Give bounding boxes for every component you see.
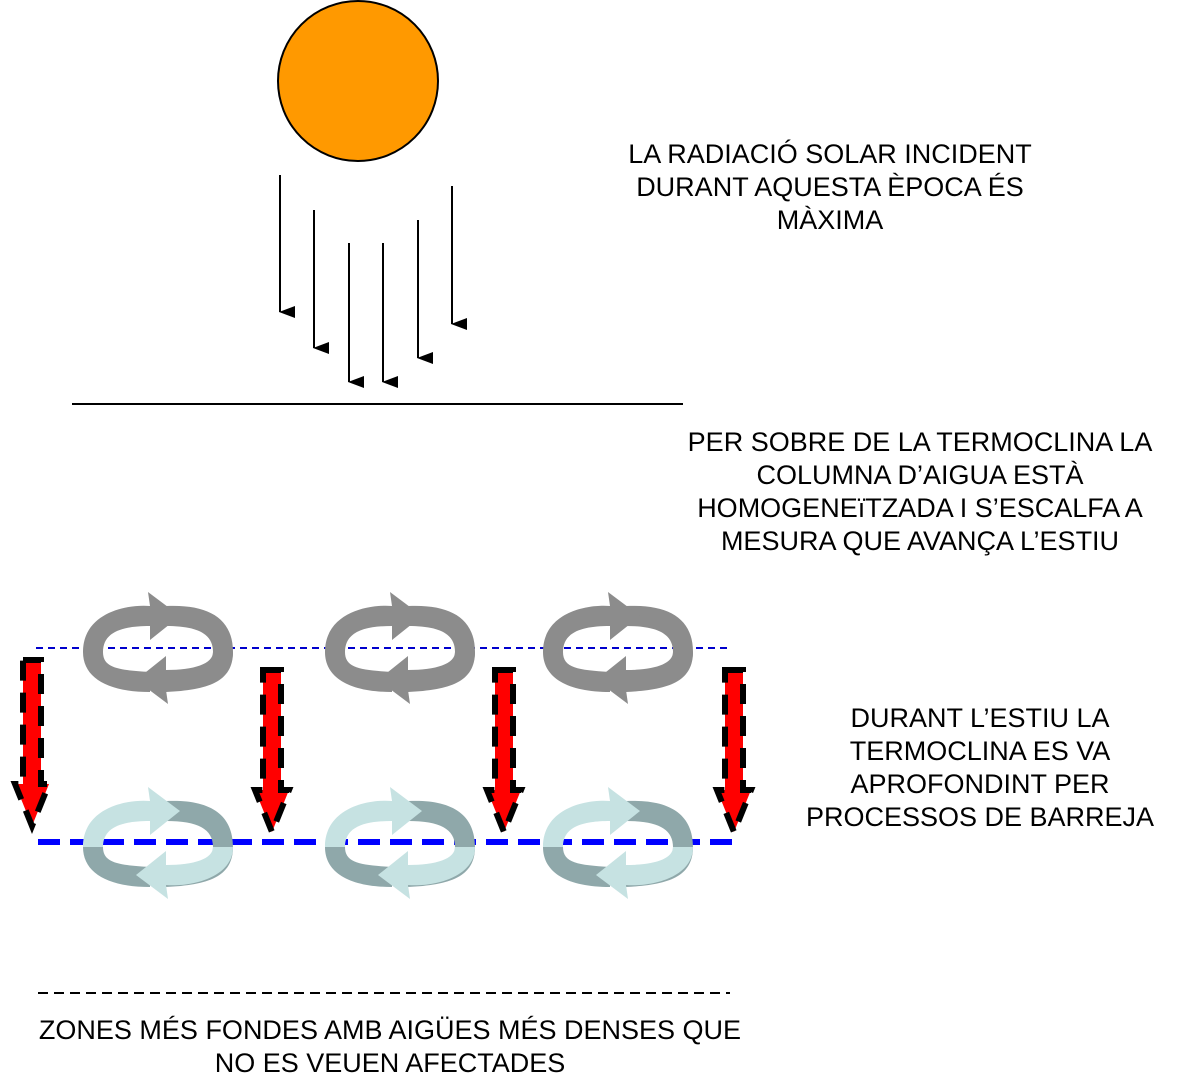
upper-mixing-eddy <box>543 592 693 704</box>
eddy-upper-arrow <box>543 787 640 847</box>
mixing-eddies <box>83 592 693 899</box>
eddy-left-band <box>83 652 150 692</box>
solar-radiation-caption: LA RADIACIÓ SOLAR INCIDENT DURANT AQUEST… <box>560 138 1100 237</box>
lower-mixing-eddy <box>543 787 693 899</box>
caption-line: PER SOBRE DE LA TERMOCLINA LA <box>687 427 1153 457</box>
eddy-lower-arrow <box>596 652 693 704</box>
caption-line: NO ES VEUEN AFECTADES <box>214 1048 566 1078</box>
caption-line: APROFONDINT PER <box>850 769 1110 799</box>
caption-line: HOMOGENEïTZADA I S’ESCALFA A <box>697 493 1143 523</box>
eddy-lower-arrow <box>136 847 233 899</box>
deepening-arrow <box>482 667 526 840</box>
caption-line: PROCESSOS DE BARREJA <box>805 802 1155 832</box>
eddy-left-band <box>325 847 392 887</box>
upper-mixing-eddy <box>83 592 233 704</box>
eddy-upper-arrow <box>325 592 422 652</box>
deepening-arrow <box>10 657 54 834</box>
eddy-lower-arrow <box>136 652 233 704</box>
eddy-left-band <box>543 847 610 887</box>
eddy-upper-arrow <box>83 787 180 847</box>
thermocline-deepening-arrows <box>10 657 756 840</box>
sun <box>277 0 439 162</box>
eddy-lower-arrow <box>378 652 475 704</box>
eddy-left-band <box>83 847 150 887</box>
eddy-left-band <box>543 652 610 692</box>
eddy-left-band <box>325 652 392 692</box>
caption-line: COLUMNA D’AIGUA ESTÀ <box>756 460 1084 490</box>
caption-line: DURANT AQUESTA ÈPOCA ÉS <box>636 172 1024 202</box>
lower-mixing-eddy <box>83 787 233 899</box>
caption-line: DURANT L’ESTIU LA <box>850 703 1110 733</box>
thermocline-deepening-caption: DURANT L’ESTIU LA TERMOCLINA ES VA APROF… <box>780 702 1180 834</box>
caption-line: MÀXIMA <box>776 205 884 235</box>
caption-line: ZONES MÉS FONDES AMB AIGÜES MÉS DENSES Q… <box>38 1015 742 1045</box>
upper-mixing-eddy <box>325 592 475 704</box>
eddy-lower-arrow <box>378 847 475 899</box>
lower-mixing-eddy <box>325 787 475 899</box>
caption-line: LA RADIACIÓ SOLAR INCIDENT <box>628 139 1032 169</box>
eddy-upper-arrow <box>543 592 640 652</box>
deepening-arrow <box>250 667 294 840</box>
caption-line: TERMOCLINA ES VA <box>849 736 1111 766</box>
deep-water-caption: ZONES MÉS FONDES AMB AIGÜES MÉS DENSES Q… <box>0 1014 780 1080</box>
caption-line: MESURA QUE AVANÇA L’ESTIU <box>720 526 1120 556</box>
solar-radiation-arrows <box>279 175 467 388</box>
eddy-upper-arrow <box>325 787 422 847</box>
eddy-lower-arrow <box>596 847 693 899</box>
eddy-upper-arrow <box>83 592 180 652</box>
mixed-layer-caption: PER SOBRE DE LA TERMOCLINA LA COLUMNA D’… <box>660 426 1180 558</box>
deepening-arrow <box>712 667 756 840</box>
